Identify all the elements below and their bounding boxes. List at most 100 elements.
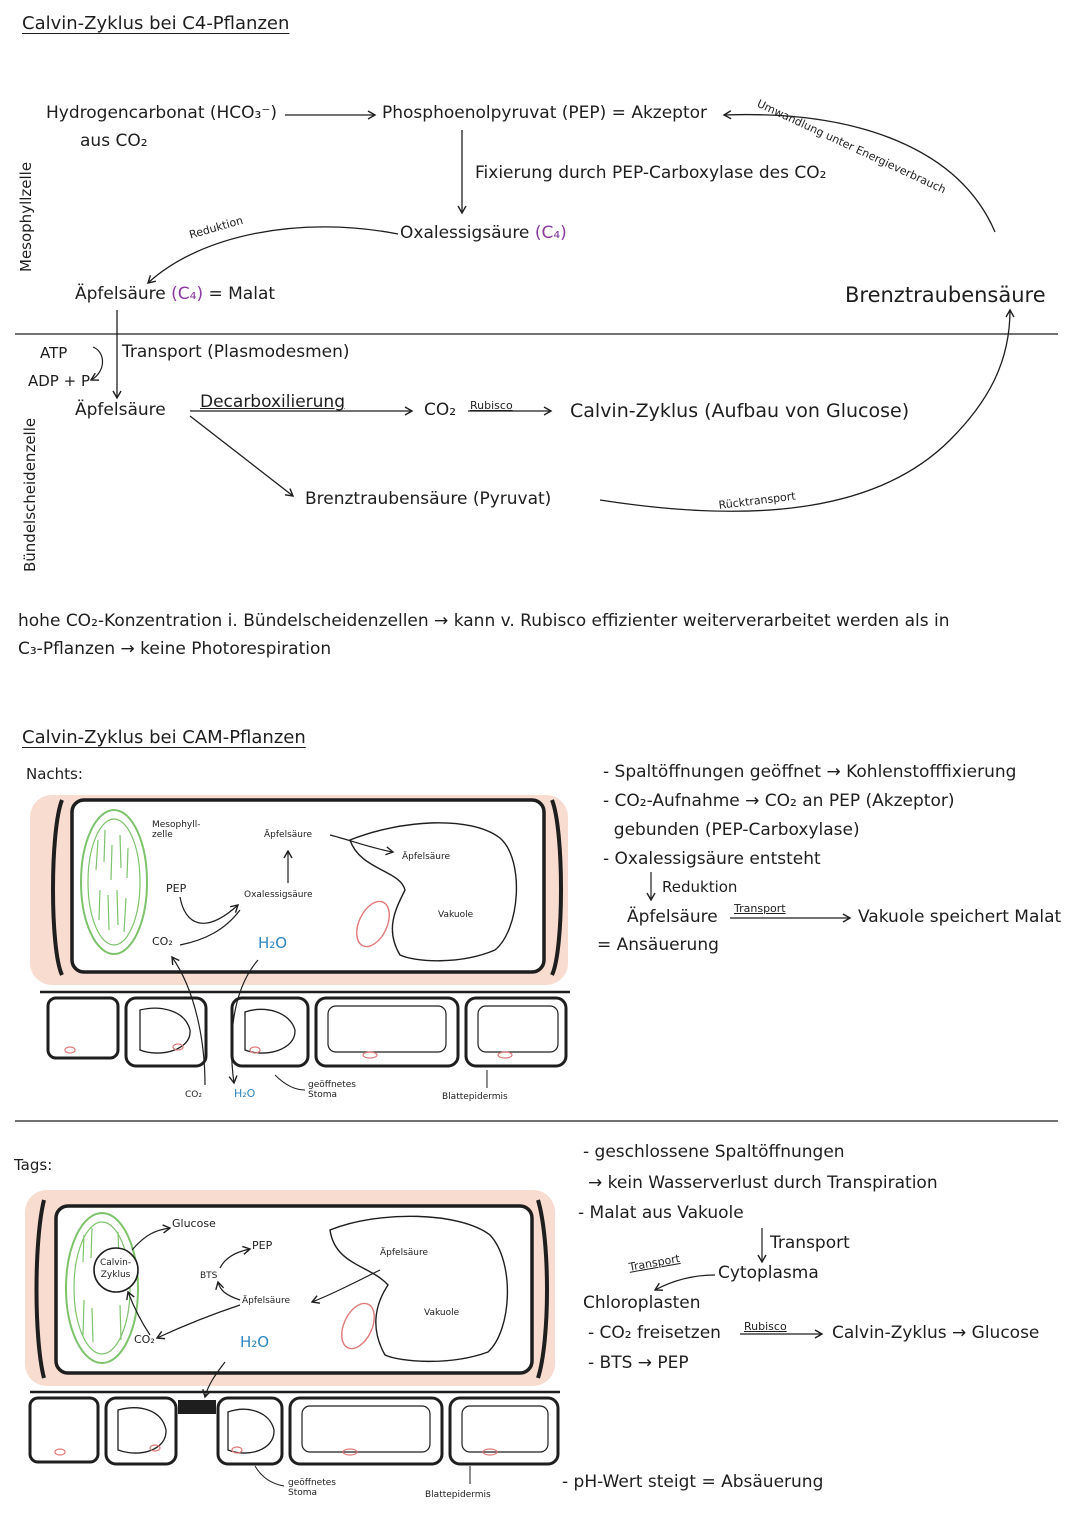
night-notes: - Spaltöffnungen geöffnet → Kohlenstofff…: [603, 758, 1016, 874]
arrow-h2o-out-night: [228, 959, 259, 1085]
day-note-3: - Malat aus Vakuole: [578, 1203, 744, 1223]
aepfel-c4: (C₄): [171, 284, 204, 304]
night-vakuole-note: Vakuole speichert Malat: [858, 907, 1062, 927]
day-vakuole: [329, 1215, 509, 1363]
night-epi-3: [230, 996, 310, 1068]
co2-released: CO₂: [424, 400, 457, 420]
night-h2o-out: H₂O: [234, 1087, 256, 1100]
arrow-aepfel-bts: [215, 1280, 241, 1301]
fixierung-label: Fixierung durch PEP-Carboxylase des CO₂: [475, 163, 827, 183]
calvin-glucose: Calvin-Zyklus (Aufbau von Glucose): [570, 400, 910, 422]
aepfel-malat: = Malat: [208, 284, 276, 304]
transport-plasmodesmen: Transport (Plasmodesmen): [122, 342, 350, 362]
day-wall-left: [34, 1199, 46, 1379]
night-epi-4: [314, 996, 460, 1068]
day-note-2: → kein Wasserverlust durch Transpiration: [588, 1173, 938, 1193]
adp-label: ADP + P: [28, 372, 91, 390]
night-note: - Spaltöffnungen geöffnet → Kohlenstofff…: [603, 762, 1017, 782]
night-chloroplast: [80, 809, 148, 955]
day-epi-2: [104, 1396, 178, 1466]
arrow-co2-join: [179, 909, 241, 946]
hydrogencarbonat: Hydrogencarbonat (HCO₃⁻): [46, 103, 277, 123]
arrow-h2o-day: [202, 1361, 226, 1399]
night-note: - Oxalessigsäure entsteht: [603, 849, 821, 869]
night-vakuole-label: Vakuole: [438, 910, 474, 920]
arrow-aepfel-co2: [155, 1304, 241, 1340]
day-calvin-circle: [93, 1247, 139, 1293]
day-co2-freisetzen: - CO₂ freisetzen: [588, 1323, 721, 1343]
night-co2-out: CO₂: [185, 1090, 202, 1100]
day-stoma-closed: [178, 1400, 216, 1414]
night-epi-2: [124, 996, 208, 1068]
night-oxalessig: Oxalessigsäure: [244, 890, 313, 900]
night-mesophyll-label: Mesophyll- zelle: [152, 820, 201, 841]
bundle-sheath-label: Bündelscheidenzelle: [21, 417, 39, 572]
day-stoma-pointer: [254, 1465, 285, 1487]
arrow-co2-in-night: [171, 955, 206, 1086]
mesophyll-label: Mesophyllzelle: [17, 161, 35, 272]
night-transport-label: Transport: [734, 902, 786, 915]
arrow-vac-aepfel-day: [310, 1269, 381, 1304]
arrow-co2-calvin: [126, 1290, 151, 1336]
arrow-ruecktransport: [599, 308, 1015, 512]
night-stoma-pointer: [274, 1074, 306, 1091]
aepfelsaeure-bundle: Äpfelsäure: [75, 400, 166, 420]
night-note: gebunden (PEP-Carboxylase): [603, 820, 860, 840]
arrow-pep-oxal-night: [179, 896, 240, 924]
oxalessigsaeure: Oxalessigsäure (C₄): [400, 223, 567, 244]
arrow-bts-pep: [219, 1245, 252, 1269]
pep-akzeptor: Phosphoenolpyruvat (PEP) = Akzeptor: [382, 103, 708, 123]
night-stoma-label: geöffnetes Stoma: [308, 1080, 356, 1101]
arrow-aepfel-vac-night: [329, 834, 395, 856]
day-aepfel-cyto: Äpfelsäure: [242, 1296, 291, 1306]
day-h2o: H₂O: [240, 1333, 270, 1351]
rubisco-label: Rubisco: [470, 399, 513, 412]
summary-line-2: C₃-Pflanzen → keine Photorespiration: [18, 639, 332, 659]
summary-line-1: hohe CO₂-Konzentration i. Bündelscheiden…: [18, 611, 950, 631]
oxalessig-c4: (C₄): [534, 223, 567, 243]
brenztraubensaeure-pyruvat: Brenztraubensäure (Pyruvat): [305, 489, 552, 509]
night-pep: PEP: [166, 882, 187, 895]
day-calvin-glucose: Calvin-Zyklus → Glucose: [832, 1323, 1040, 1343]
night-ansaeuerung: = Ansäuerung: [597, 935, 719, 955]
day-epi-5: [448, 1396, 560, 1466]
day-stoma-label: geöffnetes Stoma: [288, 1478, 336, 1499]
night-aepfel-cyto: Äpfelsäure: [264, 830, 313, 840]
day-bts: BTS: [200, 1271, 218, 1281]
day-label: Tags:: [14, 1156, 53, 1174]
night-wall-left: [51, 799, 64, 976]
night-note: - CO₂-Aufnahme → CO₂ an PEP (Akzeptor): [603, 791, 955, 811]
decarbox-label: Decarboxilierung: [200, 392, 345, 412]
night-aepfel-note: Äpfelsäure: [627, 907, 718, 927]
brenztraubensaeure-top: Brenztraubensäure: [845, 283, 1046, 307]
atp-label: ATP: [40, 344, 68, 362]
day-epi-4: [288, 1396, 444, 1466]
day-glucose: Glucose: [172, 1217, 216, 1230]
night-co2-in: CO₂: [152, 935, 173, 948]
night-wall-right: [550, 799, 563, 976]
arrow-calvin-glucose: [131, 1224, 172, 1251]
night-label: Nachts:: [26, 765, 83, 783]
day-pep: PEP: [252, 1239, 273, 1252]
oxalessig-text: Oxalessigsäure: [400, 223, 530, 243]
c4-title: Calvin-Zyklus bei C4-Pflanzen: [22, 13, 290, 34]
arrow-umwandlung: [722, 110, 996, 233]
day-epidermis-label: Blattepidermis: [425, 1490, 491, 1500]
hydrogencarbonat-aus-co2: aus CO₂: [80, 131, 148, 151]
day-nucleus: [341, 1302, 375, 1350]
day-note-1: - geschlossene Spaltöffnungen: [583, 1142, 845, 1162]
night-h2o-in: H₂O: [258, 934, 288, 952]
day-co2: CO₂: [134, 1333, 155, 1346]
day-cytoplasma: Cytoplasma: [718, 1263, 819, 1283]
day-vakuole-label: Vakuole: [424, 1308, 460, 1318]
night-reduktion: Reduktion: [662, 878, 738, 896]
night-nucleus: [356, 900, 390, 948]
arrow-reduktion: [146, 226, 399, 284]
aepfel-text: Äpfelsäure: [75, 284, 166, 304]
night-epi-1: [46, 996, 120, 1060]
day-bts-pep: - BTS → PEP: [588, 1353, 689, 1373]
day-chloroplasten: Chloroplasten: [583, 1293, 701, 1313]
day-transport-1: Transport: [770, 1233, 850, 1253]
